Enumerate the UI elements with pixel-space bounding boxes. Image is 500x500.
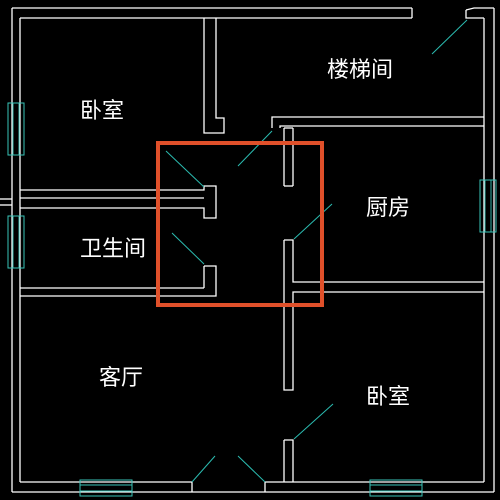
door-hall [237, 130, 273, 167]
window-bottom-left [79, 479, 133, 497]
door-entry-right [237, 455, 266, 483]
outer-walls [11, 7, 495, 493]
label-bedroom-top-left: 卧室 [80, 99, 124, 124]
window-left-lower [7, 215, 25, 269]
interior-walls [20, 18, 484, 482]
label-bedroom-bottom-right: 卧室 [366, 385, 410, 410]
door-bedroom-right [293, 403, 334, 440]
highlight-box [156, 141, 324, 307]
label-stairwell: 楼梯间 [327, 58, 393, 83]
windows [0, 102, 497, 497]
window-left-upper [7, 102, 25, 156]
door-bedroom-left [165, 150, 205, 188]
door-stair [431, 19, 468, 55]
label-living-room: 客厅 [99, 366, 143, 391]
label-bathroom: 卫生间 [80, 237, 146, 262]
doors [165, 19, 468, 483]
label-kitchen: 厨房 [366, 196, 410, 221]
window-bottom-right [369, 479, 423, 497]
door-entry-left [191, 455, 216, 483]
door-bathroom [171, 232, 205, 265]
window-right [479, 179, 497, 233]
door-kitchen [293, 203, 333, 240]
